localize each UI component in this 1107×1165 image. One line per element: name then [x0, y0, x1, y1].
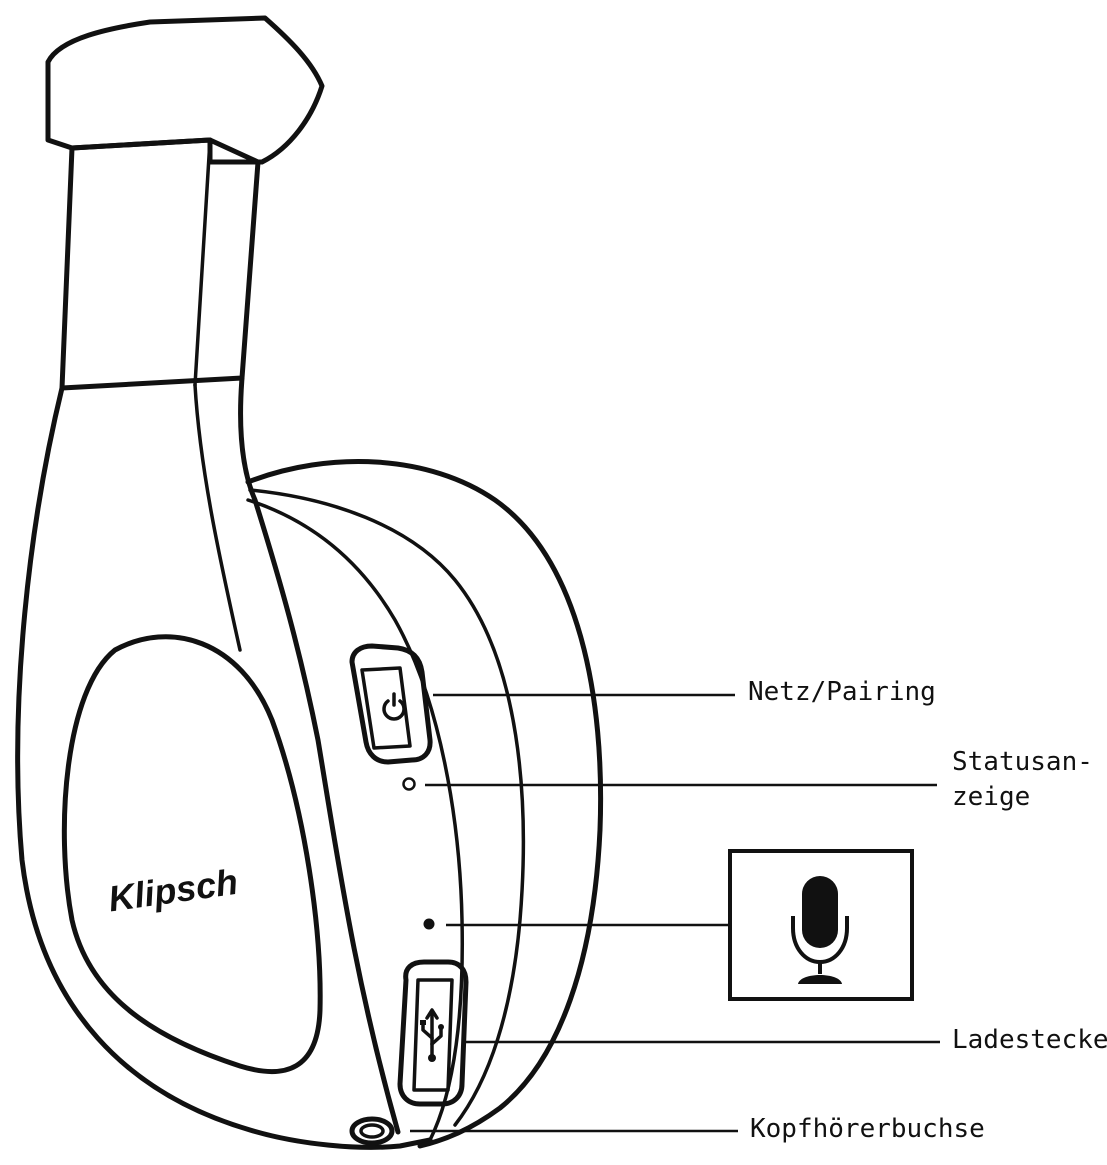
usb-port: [397, 959, 469, 1107]
status-led: [402, 777, 416, 791]
power-button: [349, 643, 433, 765]
label-power-pairing: Netz/Pairing: [748, 677, 936, 707]
power-icon: [382, 692, 406, 721]
headband-slider: [59, 137, 261, 391]
microphone-box: [728, 849, 914, 1001]
brand-logo: Klipsch: [106, 861, 240, 920]
ear-cushion-outer: [245, 459, 604, 1149]
headphone-jack: [349, 1116, 395, 1146]
ear-cushion-middle: [248, 488, 526, 1127]
label-status-line1: Statusan-: [952, 747, 1093, 777]
headband-cap: [45, 15, 325, 165]
microphone-hole: [423, 918, 435, 930]
label-status-line2: zeige: [952, 782, 1030, 812]
ear-plate: [61, 634, 323, 1075]
headband-arm: [15, 385, 433, 1150]
microphone-icon: [791, 876, 849, 984]
label-charging-port: Ladestecker: [952, 1025, 1107, 1055]
label-headphone-jack: Kopfhörerbuchse: [750, 1114, 985, 1144]
ear-cushion-inner: [246, 498, 464, 1142]
usb-icon: [420, 1008, 444, 1062]
